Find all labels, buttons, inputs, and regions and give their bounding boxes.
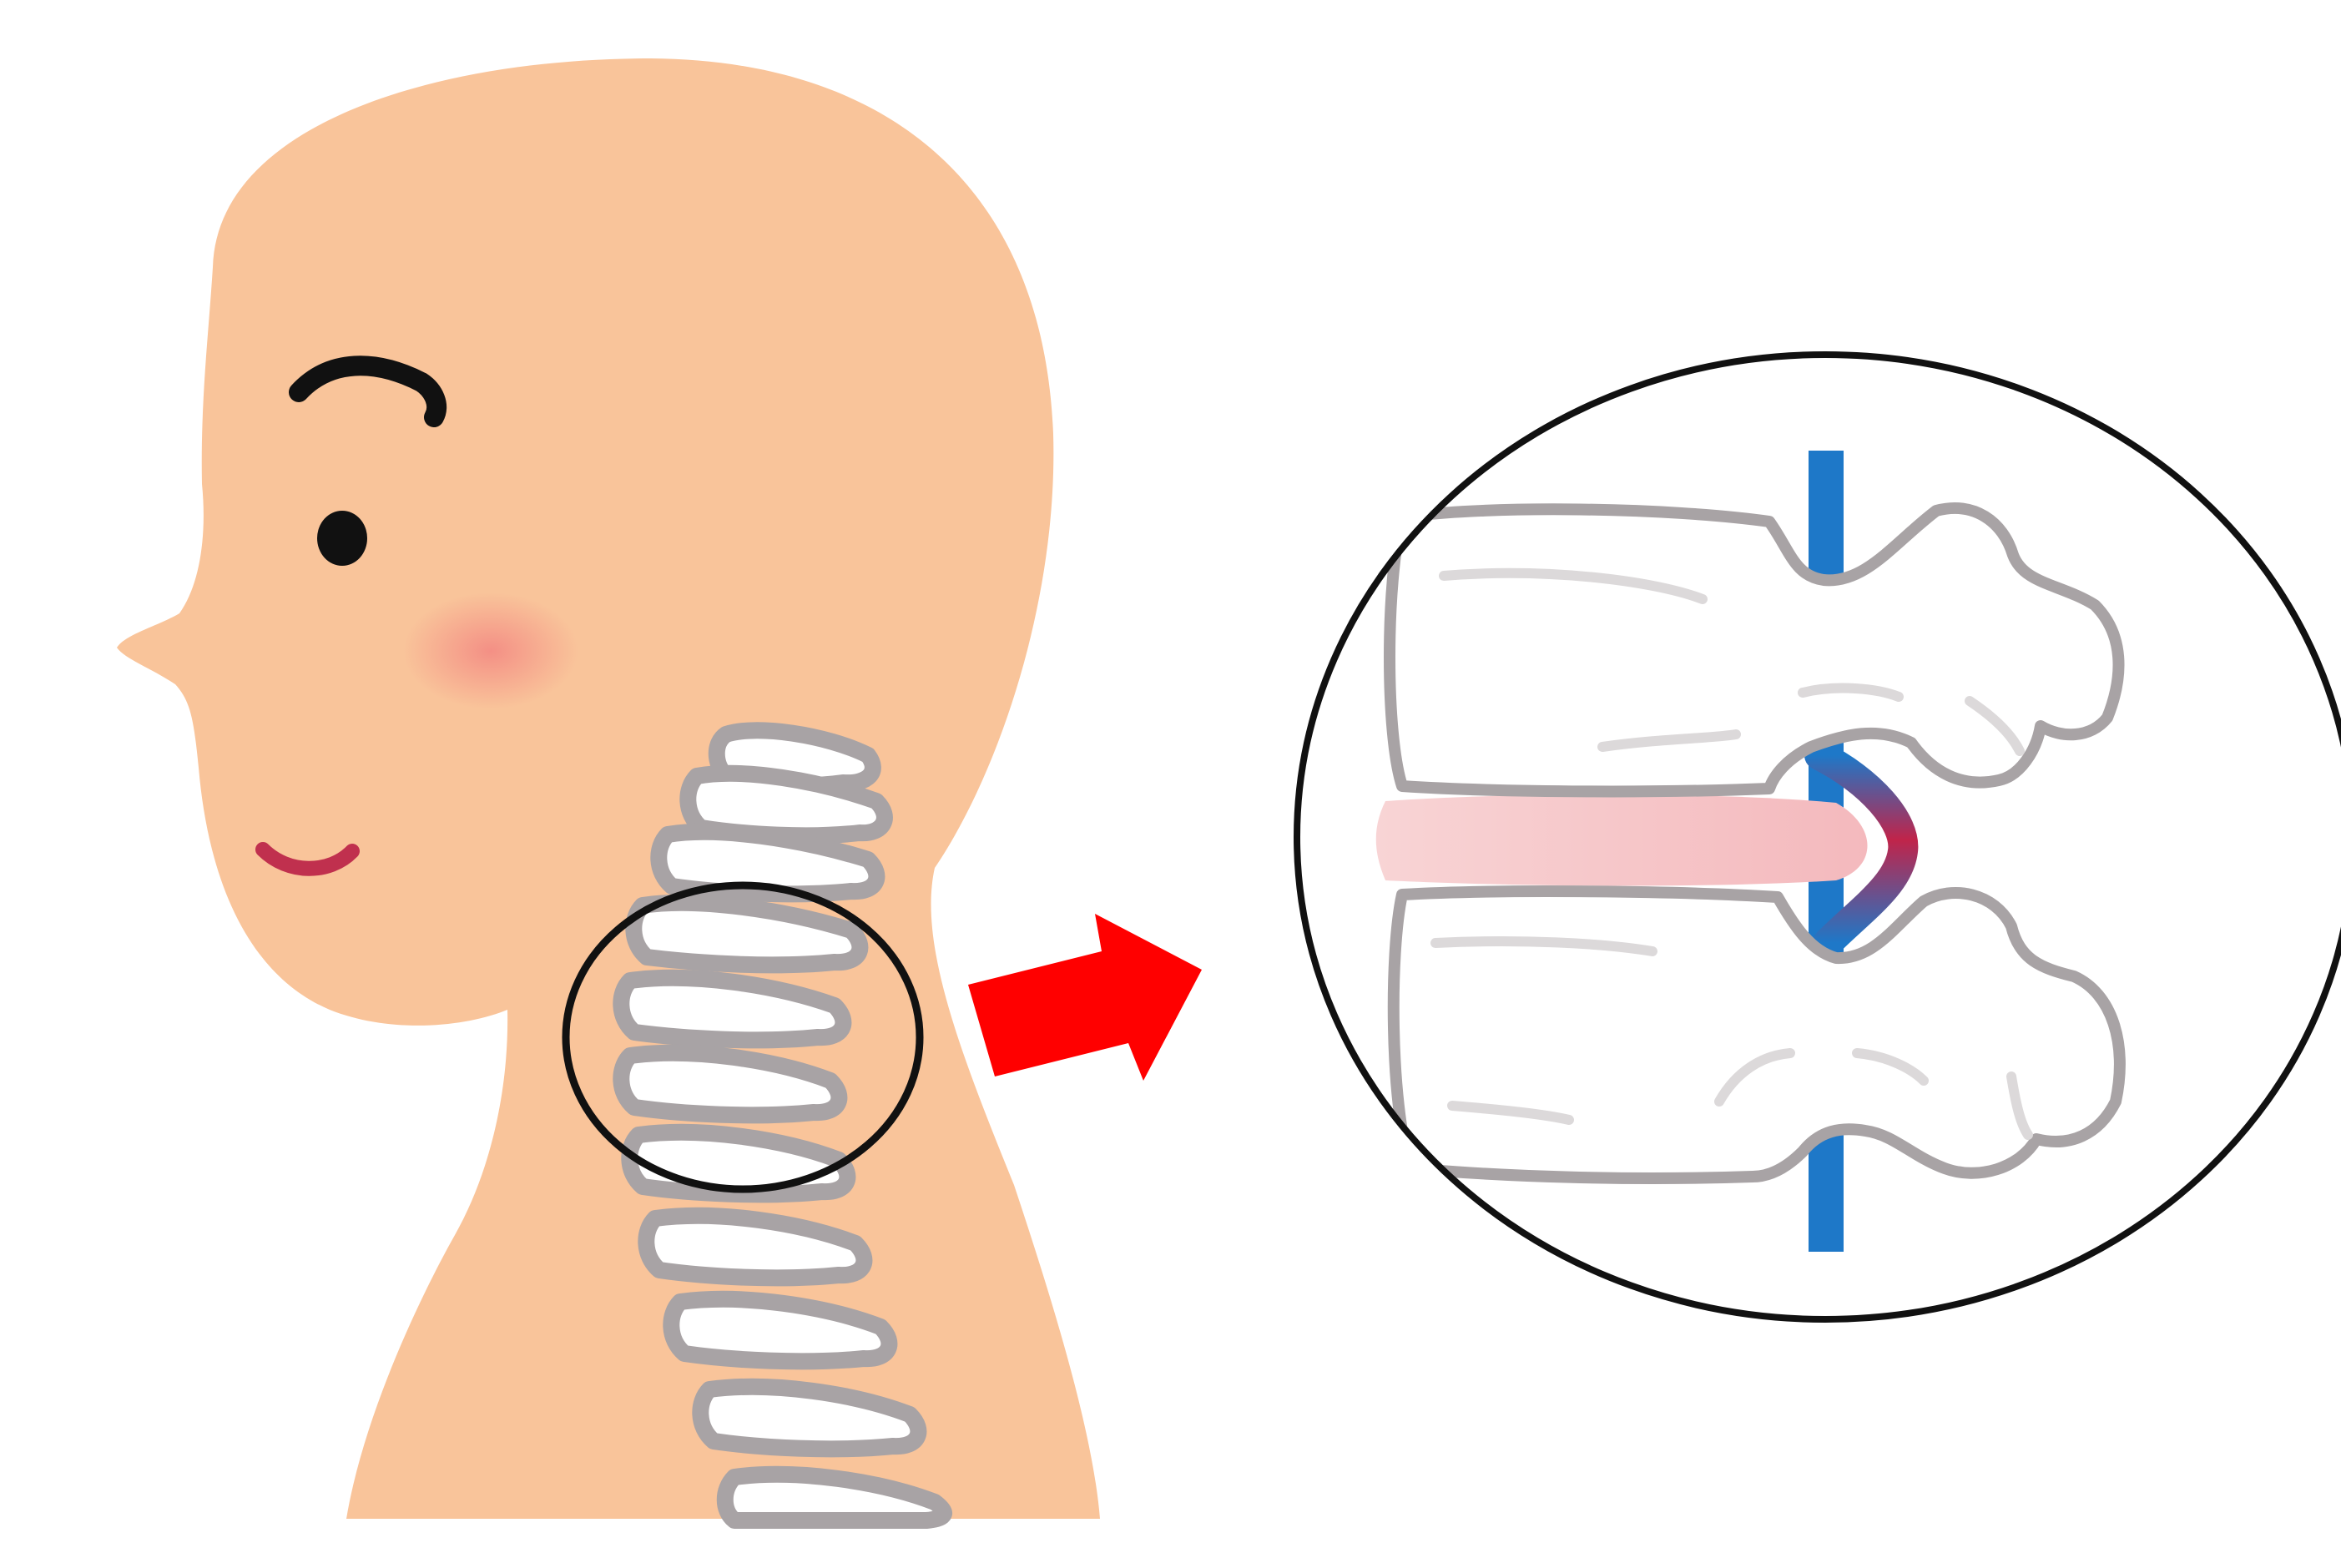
zoom-view [1297,355,2341,1319]
focus-circle-icon [562,881,924,1193]
herniated-disc-icon [1804,740,1919,958]
arrow-right-icon [968,914,1202,1081]
zoom-circle-icon [1294,351,2341,1323]
lower-vertebra-icon [1387,885,2126,1184]
eyebrow-icon [289,355,447,427]
eye-icon [317,511,367,566]
upper-vertebra-icon [1384,502,2125,798]
head-profile-icon [117,58,1100,1519]
cervical-spine-icon [613,722,952,1529]
mouth-icon [255,842,360,876]
disc-icon [1375,794,1868,886]
cheek-blush [403,592,578,709]
